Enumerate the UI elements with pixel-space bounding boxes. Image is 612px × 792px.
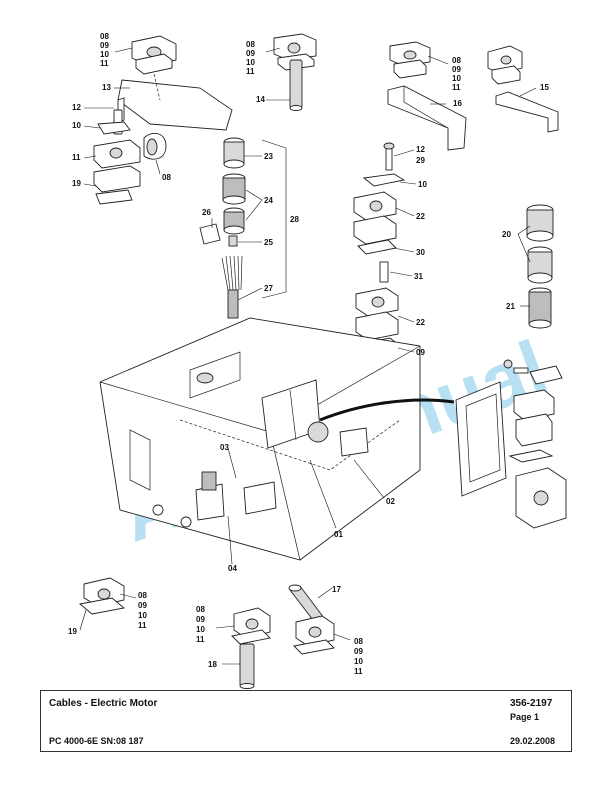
- callout-10-top-center: 10: [246, 58, 255, 67]
- issue-date: 29.02.2008: [510, 736, 556, 746]
- clamp-bottom-left: [78, 577, 126, 615]
- callout-11-top-right: 11: [452, 83, 461, 92]
- leader-lines: [79, 47, 537, 665]
- callout-12-right: 12: [416, 145, 425, 154]
- callout-10-bottom-left: 10: [138, 611, 147, 620]
- callout-02: 02: [386, 497, 395, 506]
- callout-16: 16: [453, 99, 462, 108]
- callout-08-top-right: 08: [452, 56, 461, 65]
- callout-11-bottom-right: 11: [354, 667, 363, 676]
- callout-10-left: 10: [72, 121, 81, 130]
- callout-04: 04: [228, 564, 237, 573]
- callout-26: 26: [202, 208, 211, 217]
- callout-11-bottom-left: 11: [138, 621, 147, 630]
- callout-30: 30: [416, 248, 425, 257]
- clamp-with-bracket-16: [387, 41, 467, 151]
- callout-19-left: 19: [72, 179, 81, 188]
- document-number: 356-2197: [510, 698, 553, 709]
- callout-17: 17: [332, 585, 341, 594]
- callout-08-bottom-center: 08: [196, 605, 205, 614]
- callout-18: 18: [208, 660, 217, 669]
- callout-09-bottom-right: 09: [354, 647, 363, 656]
- callout-09-bottom-center: 09: [196, 615, 205, 624]
- callout-27: 27: [264, 284, 273, 293]
- callout-09-top-left: 09: [100, 41, 109, 50]
- callout-09-top-right: 09: [452, 65, 461, 74]
- callout-08-top-left: 08: [100, 32, 109, 41]
- clamp-with-pipe-14: [273, 33, 317, 111]
- callout-12-left: 12: [72, 103, 81, 112]
- callout-10-right: 10: [418, 180, 427, 189]
- callout-09-stack: 09: [416, 348, 425, 357]
- callout-09-bottom-left: 09: [138, 601, 147, 610]
- callout-14: 14: [256, 95, 265, 104]
- clamp-assembly-top-left: [93, 35, 233, 205]
- title-block: Cables - Electric Motor 356-2197 Page 1 …: [40, 690, 572, 752]
- callout-20: 20: [502, 230, 511, 239]
- callout-15: 15: [540, 83, 549, 92]
- callout-10-bottom-right: 10: [354, 657, 363, 666]
- callout-28: 28: [290, 215, 299, 224]
- callout-11-top-left: 11: [100, 59, 109, 68]
- callout-01: 01: [334, 530, 343, 539]
- callout-25: 25: [264, 238, 273, 247]
- terminal-box: [455, 359, 567, 529]
- callout-10-top-right: 10: [452, 74, 461, 83]
- callout-labels: 08 09 10 11 08 09 10 11 08 09 10 11 13 1…: [68, 32, 549, 676]
- callout-13: 13: [102, 83, 111, 92]
- callout-10-bottom-center: 10: [196, 625, 205, 634]
- right-cable-gland: [526, 204, 554, 329]
- callout-08-top-center: 08: [246, 40, 255, 49]
- callout-08-left: 08: [162, 173, 171, 182]
- cable-gland-assembly: [199, 137, 287, 319]
- callout-10-top-left: 10: [100, 50, 109, 59]
- callout-03: 03: [220, 443, 229, 452]
- clamp-with-pipe-17: [288, 584, 335, 655]
- page-number: Page 1: [510, 712, 540, 722]
- callout-23: 23: [264, 152, 273, 161]
- motor-junction-housing: [99, 317, 455, 561]
- callout-22-lower: 22: [416, 318, 425, 327]
- clamp-with-pipe-18: [231, 607, 271, 689]
- callout-11-top-center: 11: [246, 67, 255, 76]
- callout-11-bottom-center: 11: [196, 635, 205, 644]
- terminal-stack-assembly: [353, 142, 406, 353]
- callout-24: 24: [264, 196, 273, 205]
- machine-model: PC 4000-6E SN:08 187: [49, 736, 144, 746]
- callout-22-upper: 22: [416, 212, 425, 221]
- callout-08-bottom-right: 08: [354, 637, 363, 646]
- callout-08-bottom-left: 08: [138, 591, 147, 600]
- callout-21: 21: [506, 302, 515, 311]
- callout-11-left: 11: [72, 153, 81, 162]
- diagram-title: Cables - Electric Motor: [49, 698, 158, 709]
- clamp-with-bracket-15: [487, 45, 559, 133]
- callout-19-bottom-left: 19: [68, 627, 77, 636]
- callout-29: 29: [416, 156, 425, 165]
- callout-31: 31: [414, 272, 423, 281]
- callout-09-top-center: 09: [246, 49, 255, 58]
